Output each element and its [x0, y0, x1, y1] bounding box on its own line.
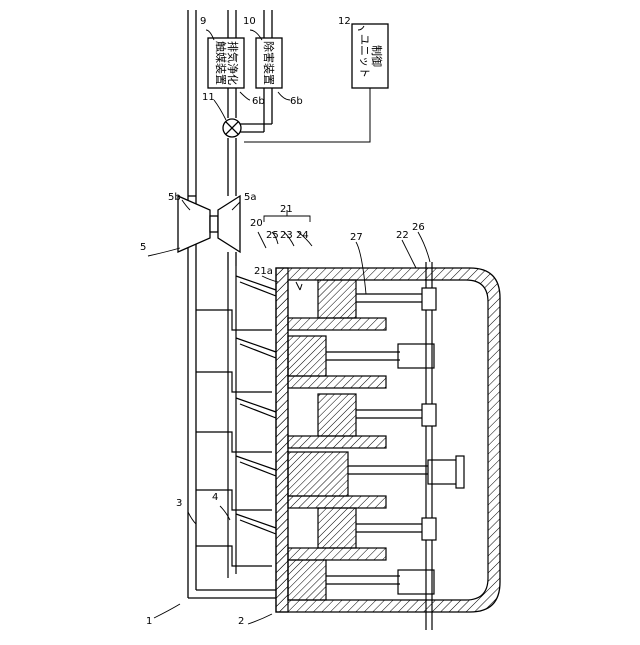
turbocharger: [178, 196, 240, 252]
piston-1: [318, 280, 356, 318]
piston-5: [318, 508, 356, 548]
numeral-21: 21: [280, 204, 293, 215]
svg-text:除害装置: 除害装置: [262, 41, 276, 85]
numeral-22: 22: [396, 230, 409, 241]
numeral-27: 27: [350, 232, 363, 243]
numeral-3: 3: [176, 498, 182, 509]
numeral-5b: 5b: [168, 192, 181, 203]
turbo-shaft: [210, 216, 218, 232]
svg-text:ユニット: ユニット: [358, 34, 371, 78]
numeral-25: 25: [266, 230, 279, 241]
numeral-11: 11: [202, 92, 215, 103]
turbine-5b: [178, 196, 210, 252]
numeral-5: 5: [140, 242, 146, 253]
numeral-12: 12: [338, 16, 351, 27]
catalyst-device-label: 排気浄化 触媒装置: [214, 41, 240, 85]
piston-3: [318, 394, 356, 436]
piston-2: [288, 336, 326, 376]
numeral-6b-left: 6b: [252, 96, 265, 107]
exhaust-manifold-branches: [188, 266, 276, 598]
numeral-24: 24: [296, 230, 309, 241]
numeral-2: 2: [238, 616, 244, 627]
abatement-device-label: 除害装置: [262, 41, 276, 85]
svg-text:制御: 制御: [370, 45, 384, 67]
svg-text:触媒装置: 触媒装置: [214, 41, 228, 85]
numeral-5a: 5a: [244, 192, 257, 203]
piston-6: [288, 560, 326, 600]
numeral-21a: 21a: [254, 266, 273, 277]
numeral-1: 1: [146, 616, 152, 627]
piston-4: [288, 452, 348, 496]
numeral-10: 10: [243, 16, 256, 27]
switching-valve: [223, 119, 241, 137]
compressor-5a: [218, 196, 240, 252]
numeral-26: 26: [412, 222, 425, 233]
numeral-20: 20: [250, 218, 263, 229]
cylinder-head-wall: [276, 268, 288, 612]
svg-text:排気浄化: 排気浄化: [226, 41, 240, 85]
numeral-23: 23: [280, 230, 293, 241]
numeral-4: 4: [212, 492, 218, 503]
numeral-9: 9: [200, 16, 206, 27]
numeral-6b-right: 6b: [290, 96, 303, 107]
